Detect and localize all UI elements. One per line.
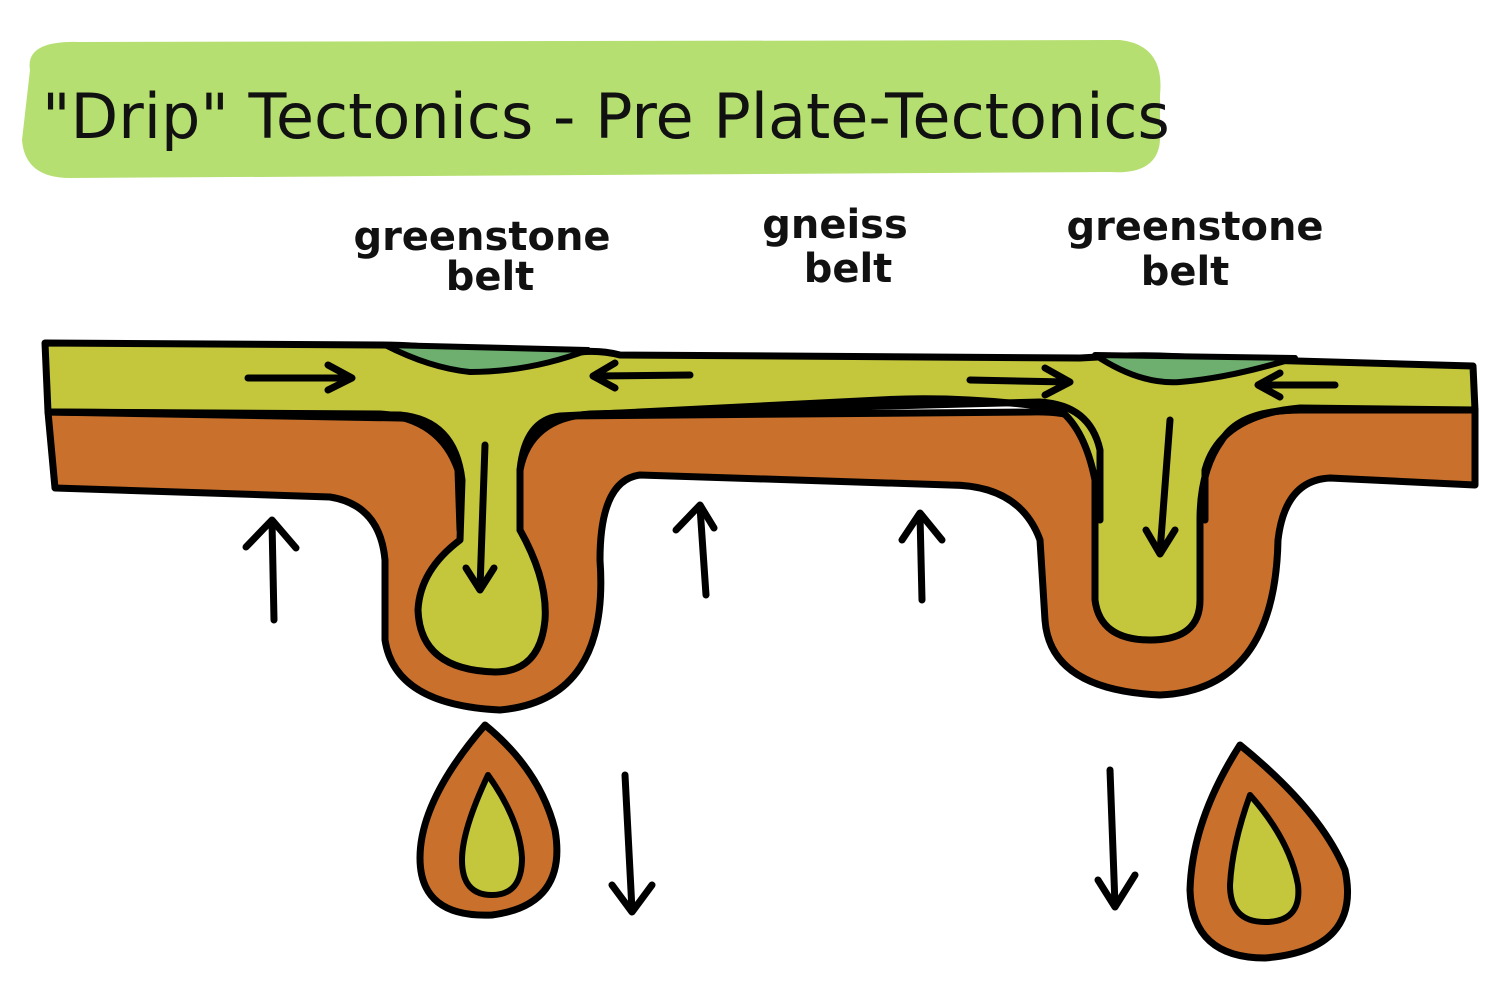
layer-boundary-line	[44, 408, 464, 534]
svg-text:belt: belt	[1141, 249, 1230, 295]
arrow-up-icon	[242, 516, 300, 624]
arrow-up-icon	[672, 501, 718, 599]
label-greenstone-belt-left: greenstone belt	[353, 214, 610, 300]
label-gneiss-belt: gneiss belt	[762, 202, 908, 292]
layer-boundary-line-mid	[516, 398, 1104, 534]
drip-drop-icon	[416, 721, 561, 919]
greenstone-basin-right	[1092, 352, 1298, 386]
svg-text:greenstone: greenstone	[1066, 204, 1323, 250]
lower-mantle-layer	[44, 406, 1479, 714]
svg-text:belt: belt	[804, 246, 893, 292]
arrow-right-icon	[244, 361, 356, 394]
arrow-down-icon	[1094, 766, 1139, 911]
label-greenstone-belt-right: greenstone belt	[1066, 204, 1323, 295]
drip-drop-icon	[1186, 741, 1352, 962]
arrow-left-icon	[1254, 369, 1339, 401]
arrow-up-icon	[898, 509, 946, 604]
arrow-right-icon	[966, 364, 1074, 399]
diagram-title: "Drip" Tectonics - Pre Plate-Tectonics	[42, 80, 1170, 153]
arrow-down-icon	[608, 771, 656, 916]
greenstone-basin-left	[382, 342, 591, 375]
arrow-down-icon	[462, 441, 498, 594]
svg-text:belt: belt	[446, 254, 535, 300]
title-highlight	[22, 40, 1161, 178]
arrow-left-icon	[589, 359, 694, 392]
arrow-down-icon	[1142, 416, 1179, 558]
svg-text:greenstone: greenstone	[353, 214, 610, 260]
layer-boundary-line-right	[1201, 404, 1479, 524]
svg-text:gneiss: gneiss	[762, 202, 908, 248]
